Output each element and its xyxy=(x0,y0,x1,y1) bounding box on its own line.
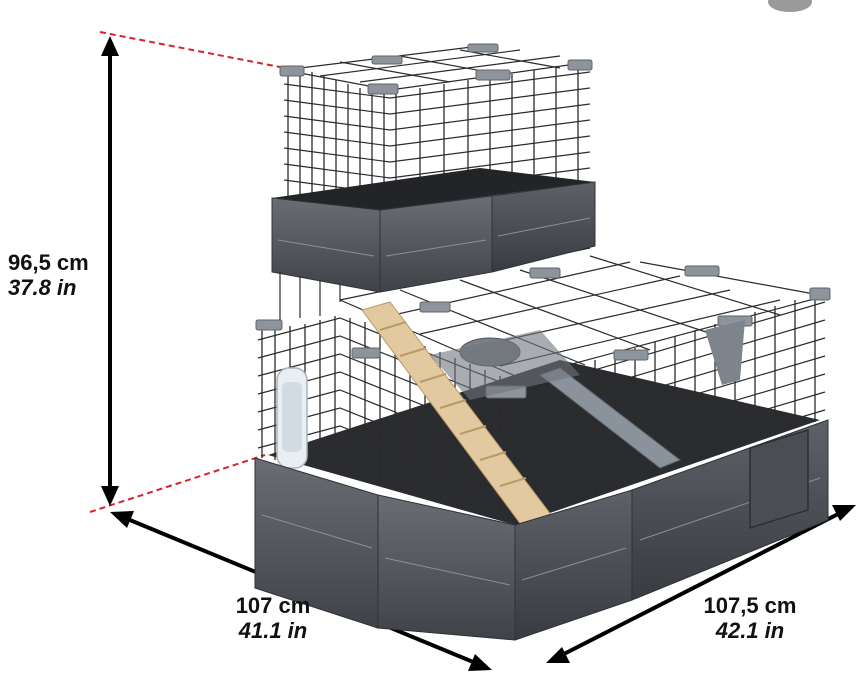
bottom-guide-line xyxy=(89,454,266,513)
hay-rack xyxy=(705,320,745,385)
corner-object xyxy=(768,0,812,12)
height-in: 37.8 in xyxy=(8,275,77,301)
depth-in: 42.1 in xyxy=(715,618,785,644)
width-dimension-label: 107 cm 41.1 in xyxy=(218,593,328,644)
depth-dimension-label: 107,5 cm 42.1 in xyxy=(690,593,810,644)
wooden-ramp xyxy=(361,301,553,527)
upper-cage-floor xyxy=(272,168,595,210)
depth-arrow-head-right xyxy=(832,505,856,521)
lower-cage-floor xyxy=(268,360,820,525)
lower-cage-wire-right-horizontal xyxy=(519,301,826,501)
top-guide-line xyxy=(99,31,286,69)
height-dimension-label: 96,5 cm 37.8 in xyxy=(8,250,108,301)
lower-base xyxy=(254,419,829,641)
width-arrow-head-right xyxy=(468,654,492,671)
level-connectors xyxy=(279,272,341,320)
depth-arrow-head-left xyxy=(546,647,570,663)
height-arrow-head-top xyxy=(101,36,119,56)
lower-cage-roof xyxy=(339,247,826,379)
depth-arrow xyxy=(559,510,843,658)
height-arrow-head-bottom xyxy=(101,486,119,506)
upper-base xyxy=(271,181,596,293)
upper-cage-roof xyxy=(283,45,591,91)
water-bottle xyxy=(276,367,308,469)
depth-cm: 107,5 cm xyxy=(703,593,797,618)
width-arrow-head-left xyxy=(110,511,134,528)
upper-cage-clips xyxy=(279,43,593,95)
height-guide-lines xyxy=(89,31,286,513)
height-cm: 96,5 cm xyxy=(8,250,89,275)
cage-door xyxy=(749,428,809,530)
width-in: 41.1 in xyxy=(238,618,308,644)
width-cm: 107 cm xyxy=(235,593,311,618)
middle-platform xyxy=(430,330,580,400)
